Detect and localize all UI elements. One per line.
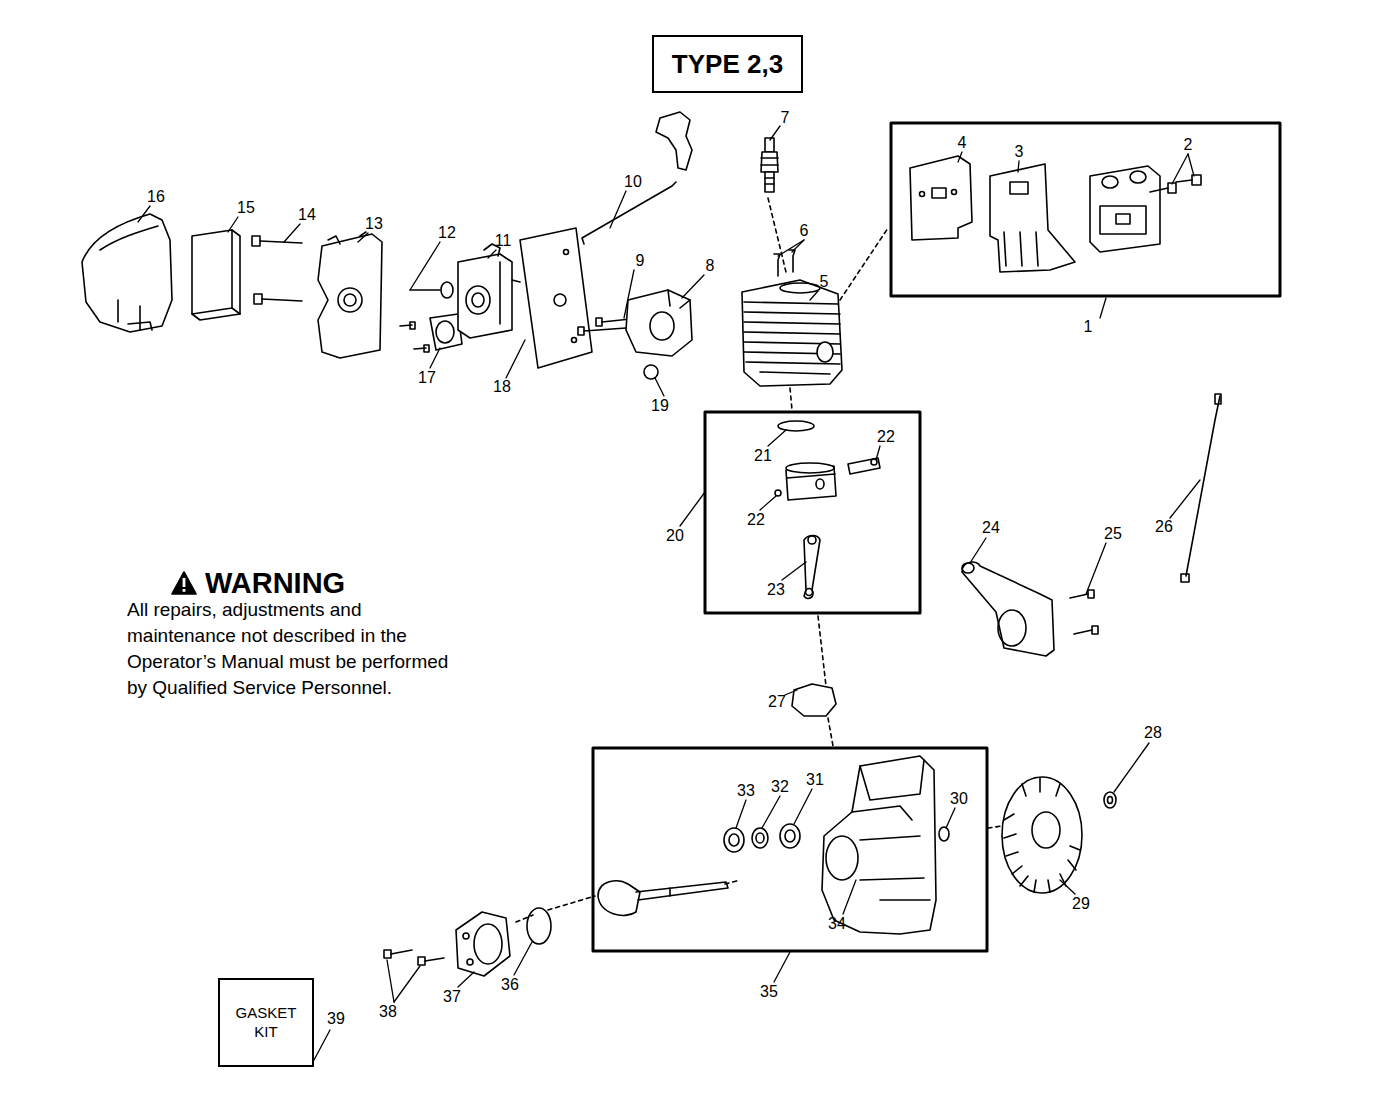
ignition-coil	[962, 562, 1054, 656]
intake-manifold	[626, 290, 692, 356]
box-text: GASKET KIT	[231, 1004, 301, 1042]
callout-number: 22	[877, 428, 895, 446]
callout-number: 8	[706, 257, 715, 275]
callout-number: 9	[636, 252, 645, 270]
callout-number: 1	[1084, 318, 1093, 336]
callout-number: 38	[379, 1003, 397, 1021]
callout-number: 23	[767, 581, 785, 599]
muffler	[1090, 166, 1160, 252]
box-text: TYPE 2,3	[672, 48, 783, 81]
carburetor	[458, 244, 520, 338]
callout-number: 10	[624, 173, 642, 191]
callout-number: 20	[666, 527, 684, 545]
leader-line	[138, 126, 1200, 1060]
group-frame	[891, 123, 1280, 296]
gasket	[792, 684, 836, 716]
callout-number: 13	[365, 215, 383, 233]
o-ring	[527, 908, 551, 944]
clip	[644, 365, 658, 379]
ground-wire	[1181, 394, 1221, 582]
cylinder	[742, 280, 842, 386]
callout-number: 18	[493, 378, 511, 396]
callout-number: 14	[298, 206, 316, 224]
callout-number: 25	[1104, 525, 1122, 543]
type-box: TYPE 2,3	[652, 35, 803, 93]
group-frame	[593, 748, 987, 951]
flywheel	[1002, 777, 1082, 893]
callout-number: 19	[651, 397, 669, 415]
screw	[384, 950, 444, 965]
group-frame	[705, 412, 920, 613]
callout-number: 5	[820, 273, 829, 291]
callout-number: 27	[768, 693, 786, 711]
callout-number: 29	[1072, 895, 1090, 913]
callout-number: 36	[501, 976, 519, 994]
throttle-rod	[582, 112, 692, 244]
callout-number: 7	[781, 109, 790, 127]
callout-number: 30	[950, 790, 968, 808]
callout-number: 31	[806, 771, 824, 789]
gasket	[520, 228, 592, 368]
crankcase	[822, 756, 936, 934]
callout-number: 35	[760, 983, 778, 1001]
callout-number: 39	[327, 1010, 345, 1028]
air-filter	[192, 230, 240, 320]
callout-number: 16	[147, 188, 165, 206]
callout-number: 3	[1015, 143, 1024, 161]
washer	[1104, 792, 1116, 808]
warning-heading: WARNING	[205, 568, 345, 600]
callout-number: 28	[1144, 724, 1162, 742]
callout-number: 17	[418, 369, 436, 387]
muffler-plate	[910, 156, 972, 240]
callout-number: 32	[771, 778, 789, 796]
kit-box: GASKET KIT	[218, 978, 314, 1067]
heat-shield	[990, 164, 1075, 272]
callout-number: 37	[443, 988, 461, 1006]
crankshaft	[598, 881, 728, 916]
callout-number: 2	[1184, 136, 1193, 154]
callout-number: 4	[958, 134, 967, 152]
warning-text: All repairs, adjustments and maintenance…	[127, 597, 472, 701]
callout-number: 24	[982, 519, 1000, 537]
callout-number: 21	[754, 447, 772, 465]
air-box	[318, 232, 382, 358]
fuel-fitting	[441, 282, 453, 298]
clutch-cover	[456, 912, 510, 976]
screw	[774, 250, 795, 276]
callout-number: 15	[237, 199, 255, 217]
callout-number: 34	[828, 915, 846, 933]
screw	[400, 322, 429, 352]
spark-plug	[761, 138, 778, 192]
callout-number: 12	[438, 224, 456, 242]
callout-number: 26	[1155, 518, 1173, 536]
callout-number: 6	[800, 222, 809, 240]
warning-icon	[172, 572, 196, 594]
o-ring	[939, 827, 949, 841]
piston-parts	[775, 421, 880, 598]
air-filter-cover	[82, 214, 172, 332]
callout-number: 22	[747, 511, 765, 529]
bolt	[252, 236, 302, 304]
callout-number: 33	[737, 782, 755, 800]
callout-number: 11	[495, 232, 512, 250]
screw	[1070, 590, 1098, 634]
